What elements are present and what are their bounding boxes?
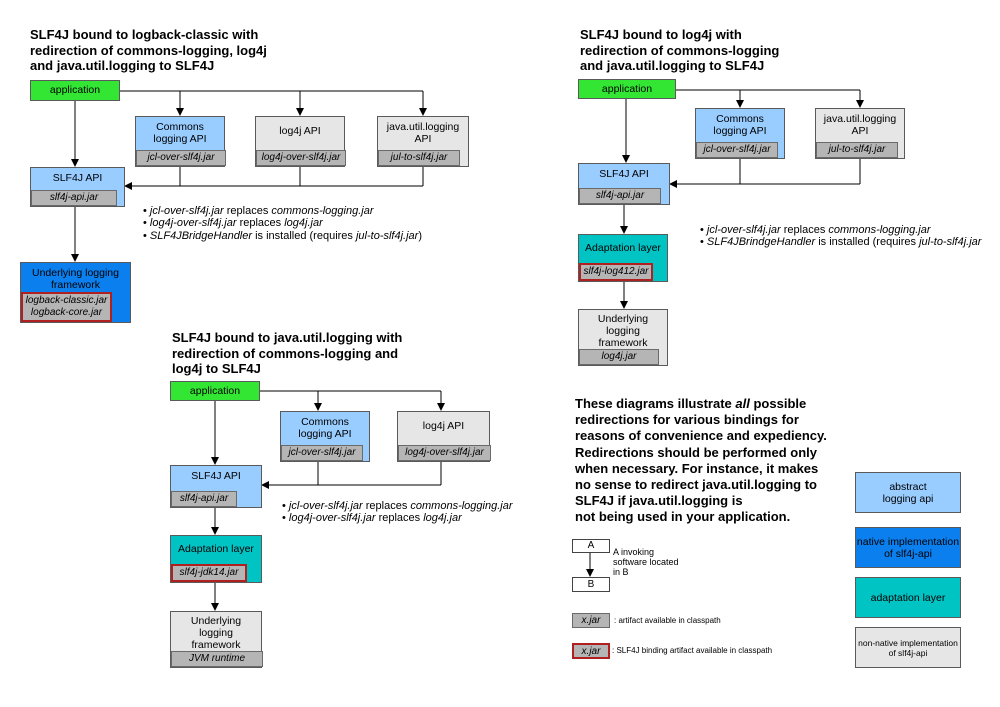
d1-slf4j-api-box[interactable]: SLF4J API slf4j-api.jar <box>30 167 125 207</box>
d1-log4j-label: log4j API <box>279 125 321 137</box>
d2-commons-logging-box[interactable]: Commons logging API jcl-over-slf4j.jar <box>695 108 785 159</box>
d3-title: SLF4J bound to java.util.logging with re… <box>172 330 403 376</box>
d3-notes: • jcl-over-slf4j.jar replaces commons-lo… <box>282 500 513 525</box>
d3-log4j-box[interactable]: log4j API log4j-over-slf4j.jar <box>397 411 491 462</box>
d1-note-2: • log4j-over-slf4j.jar replaces log4j.ja… <box>143 217 323 230</box>
d2-application-box[interactable]: application <box>578 79 676 99</box>
legend-adaptation-label: adaptation layer <box>870 591 946 604</box>
d2-slf4j-jar: slf4j-api.jar <box>579 188 661 204</box>
d1-framework-jar: logback-classic.jar logback-core.jar <box>21 292 112 322</box>
d1-jul-box[interactable]: java.util.logging API jul-to-slf4j.jar <box>377 116 469 167</box>
legend-binding-sample: x.jar <box>572 643 610 659</box>
legend-invoking-text: A invoking software located in B <box>613 547 679 577</box>
d2-commons-jar: jcl-over-slf4j.jar <box>696 142 778 158</box>
d3-framework-label: Underlying logging framework <box>190 615 242 651</box>
d1-application-label: application <box>49 84 101 96</box>
legend-abstract-api: abstract logging api <box>855 472 961 513</box>
legend-box-a: A <box>572 539 610 553</box>
d1-note-1: • jcl-over-slf4j.jar replaces commons-lo… <box>143 205 374 217</box>
d1-framework-box[interactable]: Underlying logging framework logback-cla… <box>20 262 131 323</box>
d2-slf4j-label: SLF4J API <box>599 168 649 180</box>
d2-framework-box[interactable]: Underlying logging framework log4j.jar <box>578 309 668 366</box>
d1-jul-label: java.util.logging API <box>386 121 460 145</box>
d2-jul-jar: jul-to-slf4j.jar <box>816 142 898 158</box>
d1-title: SLF4J bound to logback-classic with redi… <box>30 27 267 73</box>
d1-slf4j-label: SLF4J API <box>52 172 103 184</box>
d2-slf4j-api-box[interactable]: SLF4J API slf4j-api.jar <box>578 163 670 205</box>
d1-log4j-jar: log4j-over-slf4j.jar <box>256 150 346 166</box>
d1-note-3: • SLF4JBridgeHandler is installed (requi… <box>143 229 423 242</box>
d2-note-2: • SLF4JBrindgeHandler is installed (requ… <box>700 236 982 249</box>
d1-framework-label: Underlying logging framework <box>32 267 119 291</box>
d2-framework-jar: log4j.jar <box>579 349 659 365</box>
d3-adaptation-box[interactable]: Adaptation layer slf4j-jdk14.jar <box>170 535 262 583</box>
summary-emphasis: all <box>735 396 750 411</box>
d2-jul-label: java.util.logging API <box>823 113 897 137</box>
d1-application-box[interactable]: application <box>30 80 120 101</box>
d2-note-1: • jcl-over-slf4j.jar replaces commons-lo… <box>700 224 931 236</box>
d3-slf4j-label: SLF4J API <box>191 470 241 482</box>
d3-log4j-jar: log4j-over-slf4j.jar <box>398 445 491 461</box>
d1-commons-logging-box[interactable]: Commons logging API jcl-over-slf4j.jar <box>135 116 226 167</box>
legend-artifact-text: : artifact available in classpath <box>614 616 721 625</box>
d2-adaptation-label: Adaptation layer <box>585 242 661 254</box>
legend-box-b-label: B <box>587 579 595 590</box>
d3-application-box[interactable]: application <box>170 381 260 401</box>
summary-text: These diagrams illustrate all possible r… <box>575 396 827 525</box>
d1-slf4j-jar: slf4j-api.jar <box>31 190 117 206</box>
d3-slf4j-api-box[interactable]: SLF4J API slf4j-api.jar <box>170 465 262 508</box>
d2-application-label: application <box>601 83 653 95</box>
d1-commons-jar: jcl-over-slf4j.jar <box>136 150 226 166</box>
d3-commons-jar: jcl-over-slf4j.jar <box>281 445 363 461</box>
d2-adaptation-box[interactable]: Adaptation layer slf4j-log412.jar <box>578 234 668 282</box>
d3-application-label: application <box>189 385 241 397</box>
legend-native-label: native implementation of slf4j-api <box>856 535 960 560</box>
legend-box-a-label: A <box>587 540 595 551</box>
d2-title: SLF4J bound to log4j with redirection of… <box>580 27 780 73</box>
d1-log4j-box[interactable]: log4j API log4j-over-slf4j.jar <box>255 116 346 167</box>
legend-non-native-impl: non-native implementation of slf4j-api <box>855 627 961 668</box>
d3-framework-jar: JVM runtime <box>171 651 263 667</box>
legend-box-b: B <box>572 577 610 592</box>
d2-jul-box[interactable]: java.util.logging API jul-to-slf4j.jar <box>815 108 905 159</box>
legend-artifact-sample: x.jar <box>572 613 610 628</box>
d3-slf4j-jar: slf4j-api.jar <box>171 491 237 507</box>
d1-notes: • jcl-over-slf4j.jar replaces commons-lo… <box>143 205 422 242</box>
legend-abstract-label: abstract logging api <box>882 480 934 505</box>
legend-binding-text: : SLF4J binding artifact available in cl… <box>612 646 773 655</box>
d3-log4j-label: log4j API <box>422 420 465 432</box>
d2-notes: • jcl-over-slf4j.jar replaces commons-lo… <box>700 224 981 249</box>
legend-native-impl: native implementation of slf4j-api <box>855 527 961 568</box>
d3-adaptation-label: Adaptation layer <box>178 543 254 555</box>
d1-jul-jar: jul-to-slf4j.jar <box>378 150 460 166</box>
d2-framework-label: Underlying logging framework <box>597 313 649 349</box>
d3-commons-label: Commons logging API <box>298 416 352 440</box>
d3-framework-box[interactable]: Underlying logging framework JVM runtime <box>170 611 263 668</box>
legend-adaptation-layer: adaptation layer <box>855 577 961 618</box>
d3-adaptation-jar: slf4j-jdk14.jar <box>171 564 247 582</box>
d3-commons-logging-box[interactable]: Commons logging API jcl-over-slf4j.jar <box>280 411 370 462</box>
d3-note-1: • jcl-over-slf4j.jar replaces commons-lo… <box>282 500 513 512</box>
d2-commons-label: Commons logging API <box>713 113 767 137</box>
d1-commons-label: Commons logging API <box>153 121 207 145</box>
legend-nonnative-label: non-native implementation of slf4j-api <box>858 637 958 658</box>
d3-note-2: • log4j-over-slf4j.jar replaces log4j.ja… <box>282 512 462 525</box>
d2-adaptation-jar: slf4j-log412.jar <box>579 263 653 281</box>
